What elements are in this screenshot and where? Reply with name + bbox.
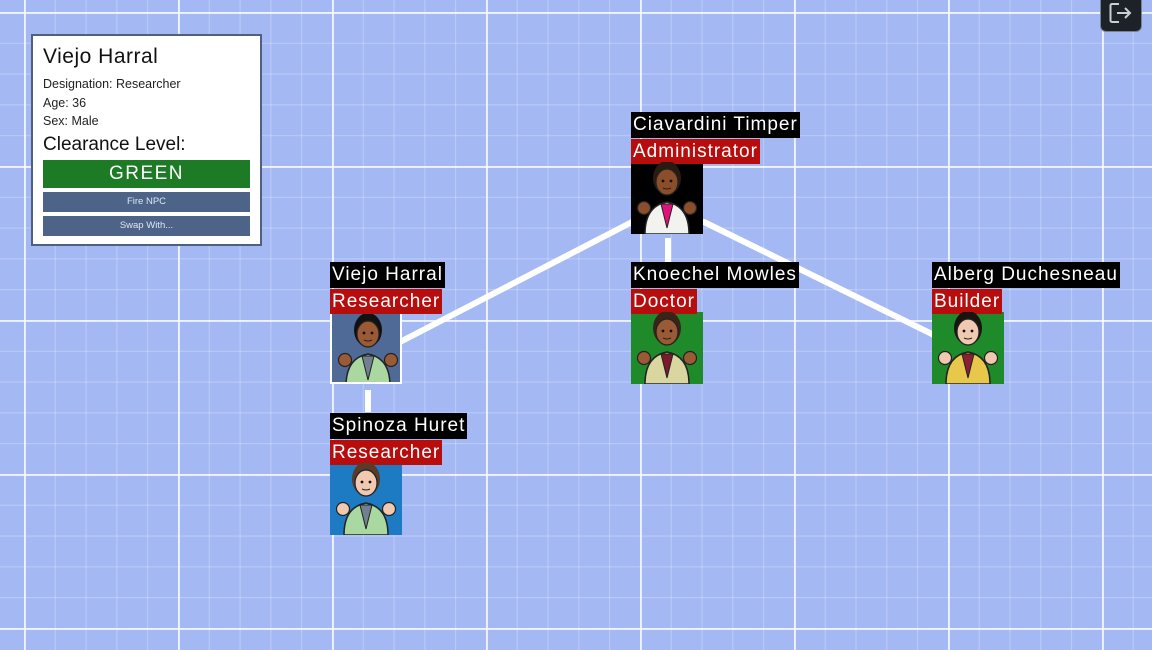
npc-node-viejo[interactable]: Viejo Harral Researcher [330,262,530,384]
npc-info-panel: Viejo Harral Designation: Researcher Age… [31,34,262,246]
npc-portrait[interactable] [932,312,1004,384]
npc-node-role: Builder [932,289,1003,314]
exit-button[interactable] [1100,0,1142,32]
npc-portrait[interactable] [631,162,703,234]
npc-avatar-icon [937,312,999,384]
npc-avatar-icon [636,162,698,234]
npc-node-ciavardini[interactable]: Ciavardini Timper Administrator [631,112,831,234]
npc-age: Age: 36 [43,95,87,110]
npc-node-role: Doctor [631,289,697,314]
logout-icon [1109,3,1132,23]
npc-node-role: Administrator [631,139,760,164]
npc-node-name: Viejo Harral [330,262,445,288]
npc-node-role: Researcher [330,289,443,314]
npc-node-role: Researcher [330,440,443,465]
npc-avatar-icon [335,463,397,535]
npc-node-name: Ciavardini Timper [631,112,800,138]
link-ciavardini-alberg [701,219,939,339]
npc-portrait[interactable] [631,312,703,384]
npc-portrait[interactable] [330,463,402,535]
swap-with-button[interactable]: Swap With... [43,215,250,236]
fire-npc-button[interactable]: Fire NPC [43,191,250,212]
npc-designation: Designation: Researcher [43,77,181,91]
npc-portrait[interactable] [330,312,402,384]
npc-node-name: Alberg Duchesneau [932,262,1120,288]
clearance-label: Clearance Level: [43,133,186,155]
npc-name: Viejo Harral [43,45,159,68]
npc-avatar-icon [636,312,698,384]
npc-node-spinoza[interactable]: Spinoza Huret Researcher [330,413,530,535]
clearance-level-badge: GREEN [43,159,250,188]
npc-sex: Sex: Male [43,114,99,128]
npc-node-name: Knoechel Mowles [631,262,799,288]
npc-node-alberg[interactable]: Alberg Duchesneau Builder [932,262,1132,384]
npc-node-knoechel[interactable]: Knoechel Mowles Doctor [631,262,831,384]
npc-node-name: Spinoza Huret [330,413,468,439]
link-ciavardini-viejo [397,219,635,345]
npc-avatar-icon [337,314,399,382]
